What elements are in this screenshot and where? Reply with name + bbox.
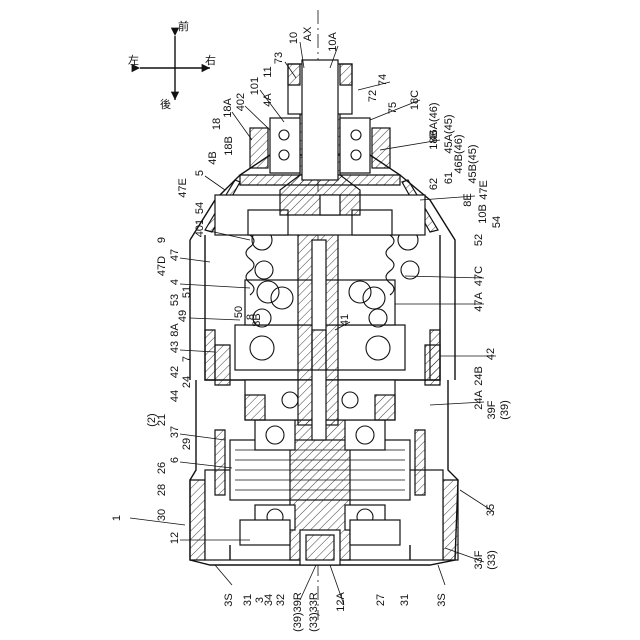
ref-label-r51: 51	[181, 286, 193, 298]
ref-label-r30: 30	[156, 509, 168, 521]
ref-label-r37: 37	[169, 426, 181, 438]
ref-label-r74: 74	[377, 74, 389, 86]
ref-label-r5: 5	[194, 170, 206, 176]
ref-label-r35: 35	[485, 504, 497, 516]
ref-label-r12: 12	[169, 532, 181, 544]
ref-label-r4: 4	[169, 279, 181, 285]
compass-right: 右	[205, 53, 216, 67]
ref-label-r101: 101	[249, 77, 261, 95]
ref-label-r10B: 10B	[477, 204, 489, 224]
ref-label-r18C: 18C	[409, 90, 421, 110]
ref-label-r47A: 47A	[473, 292, 485, 312]
ref-label-r4A: 4A	[262, 93, 274, 107]
ref-label-r12A: 12A	[335, 592, 347, 612]
ref-label-r21: 21	[156, 414, 168, 426]
ref-label-r44: 44	[169, 390, 181, 402]
ref-label-r39_39R: (39)39R	[292, 592, 304, 632]
ref-label-r34: 34	[263, 594, 275, 606]
ref-label-r24: 24	[181, 376, 193, 388]
ref-label-r47_l: 47	[169, 249, 181, 261]
ref-label-r27: 27	[375, 594, 387, 606]
ref-label-r61: 61	[443, 172, 455, 184]
ref-label-r50: 50	[233, 306, 245, 318]
compass-left: 左	[128, 54, 139, 67]
spindle-shaft	[298, 225, 338, 440]
ref-label-r45B: 45B(45)	[467, 144, 479, 183]
ref-label-r53: 53	[169, 294, 181, 306]
ref-label-r72: 72	[367, 90, 379, 102]
ref-label-r39p: (39)	[499, 400, 511, 420]
ref-label-r41: 41	[339, 314, 351, 326]
ref-label-r43: 43	[169, 341, 181, 353]
compass-front: 前	[178, 19, 189, 33]
ref-label-r401: 401	[194, 219, 206, 237]
ref-label-r33p: (33)	[486, 550, 498, 570]
ref-label-r32: 32	[275, 594, 287, 606]
ref-label-r402: 402	[235, 93, 247, 111]
ref-label-r4B: 4B	[207, 151, 219, 164]
ref-label-r11: 11	[262, 66, 274, 77]
ref-label-r10A: 10A	[327, 32, 339, 52]
ref-label-r47C: 47C	[473, 266, 485, 286]
ref-label-r31_l: 31	[242, 594, 254, 606]
compass-rear: 後	[160, 97, 171, 111]
ref-label-r1: 1	[111, 515, 123, 521]
ref-label-r52: 52	[473, 234, 485, 246]
ref-label-r54_l: 54	[194, 202, 206, 214]
ref-label-r29: 29	[181, 438, 193, 450]
ref-label-r18A: 18A	[222, 98, 234, 118]
ref-label-r8B: 8B	[251, 313, 263, 326]
ref-label-r10: 10	[288, 32, 300, 44]
ref-label-r39F: 39F	[486, 400, 498, 419]
ref-label-r28: 28	[156, 484, 168, 496]
ref-label-r46B: 46B(46)	[453, 134, 465, 173]
ref-label-r75: 75	[387, 102, 399, 114]
ref-label-r8E: 8E	[462, 193, 474, 206]
ref-label-r54_r: 54	[491, 216, 503, 228]
ref-label-r73: 73	[273, 52, 285, 64]
ref-label-r26: 26	[156, 462, 168, 474]
orientation-compass: 前 左 右 後	[128, 19, 216, 111]
ref-label-r47E_r: 47E	[478, 180, 490, 200]
ref-label-r6: 6	[169, 457, 181, 463]
ref-label-r42_l: 42	[169, 366, 181, 378]
ref-label-r47D: 47D	[156, 256, 168, 276]
ref-label-r7: 7	[181, 356, 193, 362]
ref-label-r8A: 8A	[169, 323, 181, 337]
ref-label-r18: 18	[211, 118, 223, 130]
ref-label-r62: 62	[428, 178, 440, 190]
ref-label-r42_r: 42	[485, 348, 497, 360]
ref-label-r3S_l: 3S	[223, 593, 235, 606]
ref-label-r9: 9	[156, 237, 168, 243]
ref-label-r49: 49	[177, 310, 189, 322]
ref-label-r33_33R: (33)33R	[308, 592, 320, 632]
ref-label-r18B_r: 18B	[428, 130, 440, 150]
ref-label-rAX: AX	[302, 26, 314, 41]
ref-label-r33F: 33F	[473, 550, 485, 569]
ref-label-r3S_r: 3S	[436, 593, 448, 606]
ref-label-r31_r: 31	[399, 594, 411, 606]
ref-label-r24B: 24B	[473, 366, 485, 386]
ref-label-r47E_l: 47E	[177, 178, 189, 198]
ref-label-r18B_l: 18B	[223, 136, 235, 156]
ref-label-r24A: 24A	[473, 390, 485, 410]
